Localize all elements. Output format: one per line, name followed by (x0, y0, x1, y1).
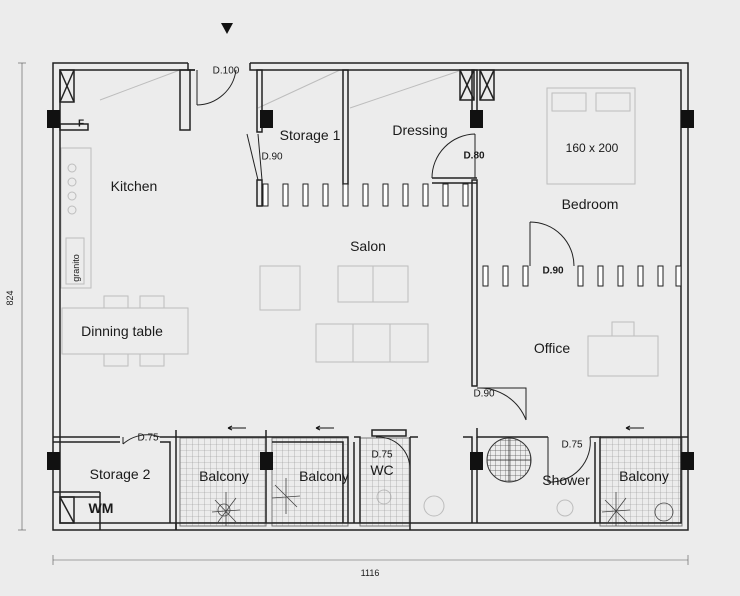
dimension-lines (18, 62, 689, 565)
room-label-wc: WC (370, 462, 394, 478)
door-label-office: D.90 (473, 388, 495, 400)
entrance-arrow-icon (221, 23, 233, 34)
room-label-balcony-1: Balcony (199, 468, 249, 484)
room-label-dining-table: Dinning table (81, 323, 163, 339)
plants (211, 478, 674, 526)
door-label-entrance: D.100 (212, 65, 240, 77)
fridge-label: F (77, 118, 85, 130)
door-label-bedroom: D.90 (542, 265, 564, 277)
door-label-storage-2: D.75 (137, 432, 159, 444)
door-label-storage-1: D.90 (261, 151, 283, 163)
room-label-shower: Shower (542, 472, 590, 488)
slatted-partitions (262, 183, 682, 287)
room-label-office: Office (533, 340, 571, 356)
dimension-height-label: 824 (5, 290, 15, 306)
door-label-dressing: D.80 (463, 150, 485, 162)
door-swings (122, 69, 591, 483)
granito-label: granito (71, 254, 81, 282)
room-label-balcony-3: Balcony (619, 468, 669, 484)
room-label-dressing: Dressing (392, 122, 448, 138)
tiled-floors (179, 437, 683, 527)
room-label-storage-1: Storage 1 (279, 127, 341, 143)
room-label-bedroom: Bedroom (561, 196, 619, 212)
door-label-wc: D.75 (371, 449, 393, 461)
bed-size-label: 160 x 200 (565, 141, 619, 155)
sliding-door-markers (227, 425, 644, 431)
room-label-wm: WM (88, 500, 114, 516)
walls (52, 62, 689, 531)
room-label-storage-2: Storage 2 (89, 466, 151, 482)
room-label-kitchen: Kitchen (110, 178, 158, 194)
dimension-width-label: 1116 (360, 568, 380, 578)
door-label-shower: D.75 (561, 439, 583, 451)
room-label-salon: Salon (350, 238, 386, 254)
columns (47, 110, 694, 470)
room-label-balcony-2: Balcony (299, 468, 349, 484)
